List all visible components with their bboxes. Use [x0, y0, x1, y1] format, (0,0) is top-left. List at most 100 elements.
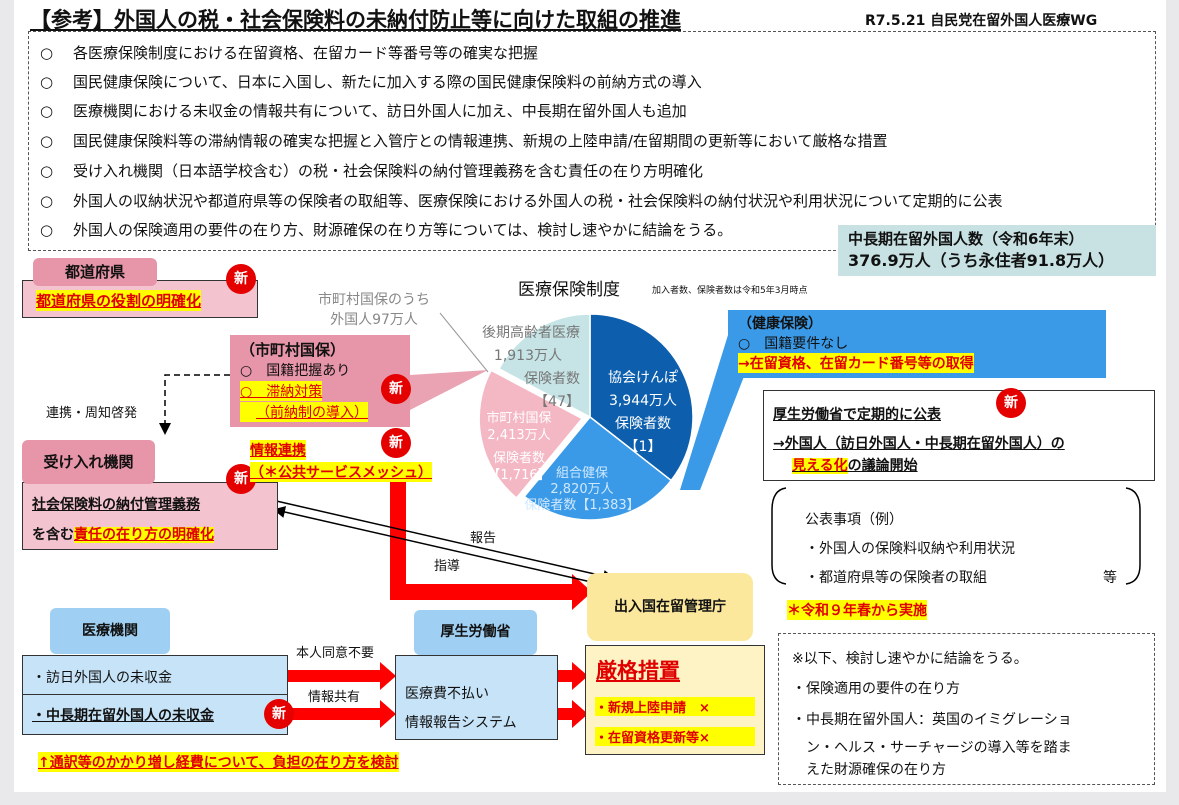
- renkei-label: 連携・周知啓発: [46, 406, 138, 421]
- mhlw-tab: 厚生労働省: [414, 610, 537, 655]
- residents-box: 中長期在留外国人数（令和6年末） 376.9万人（うち永住者91.8万人）: [838, 225, 1156, 276]
- share-arrow: [288, 700, 396, 728]
- slice-insurers-label: 保険者数: [524, 498, 577, 513]
- pie-slice-2: [478, 369, 584, 500]
- new-badge: 新: [996, 388, 1026, 418]
- publish-line2: の議論開始: [847, 458, 918, 474]
- meta-label: R7.5.21 自民党在留外国人医療WG: [865, 13, 1098, 29]
- residents-value: 376.9万人（うち永住者91.8万人）: [848, 251, 1115, 270]
- slice-value: 2,820万人: [550, 482, 614, 497]
- new-badge: 新: [226, 264, 256, 294]
- pie-slice-1: [523, 415, 673, 521]
- consent-arrow: [288, 662, 396, 690]
- policy-item: ○ 各医療保険制度における在留資格、在留カード等番号等の確実な把握: [40, 42, 538, 63]
- guidance-arrow: [273, 506, 601, 585]
- medical-row: ・中長期在留外国人の未収金: [32, 708, 214, 724]
- share-label: 情報共有: [308, 690, 361, 705]
- slice-insurers-label: 保険者数: [492, 451, 545, 466]
- new-badge: 新: [381, 374, 411, 404]
- policy-item: ○ 外国人の保険適用の要件の在り方、財源確保の在り方等については、検討し速やかに結…: [40, 219, 732, 240]
- pie-label-kyokai: 協会けんぽ 3,944万人 保険者数 【1】: [598, 367, 688, 459]
- consider-item: ン・ヘルス・サーチャージの導入等を踏ま: [792, 740, 1072, 756]
- slice-insurers: 【47】: [534, 394, 580, 410]
- bullet-mark: ○: [40, 132, 54, 150]
- kokuho-title: （市町村国保）: [240, 341, 346, 359]
- pie-chart: [478, 313, 694, 521]
- medical-tab: 医療機関: [50, 608, 170, 654]
- receiving-line1: 社会保険料の納付管理義務: [32, 497, 200, 513]
- kokuho-item: ○ 国籍把握あり: [240, 363, 351, 379]
- consider-item: えた財源確保の在り方: [792, 762, 946, 778]
- bullet-mark: ○: [40, 102, 54, 120]
- strict-title: 厳格措置: [596, 659, 680, 683]
- slice-value: 3,944万人: [608, 393, 678, 409]
- publish-title: 厚生労働省で定期的に公表: [773, 407, 941, 423]
- slice-insurers-label: 保険者数: [615, 416, 671, 432]
- footer-note: ↑通訳等のかかり増し経費について、負担の在り方を検討: [38, 752, 399, 772]
- slice-name: 市町村国保: [486, 411, 552, 426]
- info-link-mesh: （＊公共サービスメッシュ）: [250, 462, 432, 482]
- pie-label-kouki: 後期高齢者医療 1,913万人 保険者数 【47】: [455, 322, 580, 414]
- publish-item: ・都道府県等の保険者の取組: [805, 570, 987, 586]
- slice-insurers: 【1,716】: [487, 468, 551, 483]
- policy-item: ○外国人の収納状況や都道府県等の保険者の取組等、医療保険における外国人の税・社会…: [40, 190, 1003, 211]
- strict-item: ・在留資格更新等×: [595, 727, 755, 746]
- medical-row: ・訪日外国人の未収金: [32, 670, 172, 686]
- guidance-label: 指導: [434, 559, 461, 574]
- slice-insurers-label: 保険者数: [524, 371, 580, 387]
- mhlw-box: [395, 655, 558, 740]
- bullet-mark: ○: [40, 73, 54, 91]
- policy-text: 受け入れ機関（日本語学校含む）の税・社会保険料の納付管理義務を含む責任の在り方明…: [73, 162, 704, 180]
- receiving-line2b: 責任の在り方の明確化: [74, 527, 214, 543]
- note-leader-line: [439, 312, 489, 373]
- info-link-title: 情報連携: [250, 440, 306, 460]
- mhlw-line: 情報報告システム: [405, 715, 517, 731]
- pie-label-kumiai: 組合健保 2,820万人 保険者数【1,383】: [522, 466, 642, 514]
- kokuho-foreign-note: 市町村国保のうち 外国人97万人: [318, 290, 430, 330]
- policy-text: 外国人の保険適用の要件の在り方、財源確保の在り方等については、検討し速やかに結論…: [73, 221, 733, 239]
- page-title: 【参考】外国人の税・社会保険料の未納付防止等に向けた取組の推進: [30, 8, 681, 32]
- policy-item: ○ 受け入れ機関（日本語学校含む）の税・社会保険料の納付管理義務を含む責任の在り方…: [40, 160, 703, 181]
- slice-value: 2,413万人: [487, 428, 551, 443]
- prefecture-text: 都道府県の役割の明確化: [36, 290, 202, 311]
- consider-box: [778, 633, 1155, 785]
- receiving-tab: 受け入れ機関: [22, 440, 155, 484]
- note-line: 市町村国保のうち: [318, 292, 430, 308]
- policy-text: 国民健康保険料等の滞納情報の確実な把握と入管庁との情報連携、新規の上陸申請/在留…: [73, 132, 888, 150]
- immigration-agency-box: 出入国在留管理庁: [587, 573, 753, 641]
- slice-value: 1,913万人: [493, 348, 562, 364]
- info-link-arrow: [390, 482, 592, 610]
- policy-text: 各医療保険制度における在留資格、在留カード等番号等の確実な把握: [73, 44, 539, 62]
- kokuho-callout: [410, 370, 488, 410]
- consent-label: 本人同意不要: [296, 646, 375, 661]
- publish-visualize: 見える化: [792, 458, 848, 474]
- policy-text: 国民健康保険について、日本に入国し、新たに加入する際の国民健康保険料の前納方式の…: [73, 73, 702, 91]
- chart-title: 医療保険制度: [518, 280, 620, 300]
- pie-label-kokuho: 市町村国保 2,413万人 保険者数 【1,716】: [474, 410, 564, 484]
- bullet-mark: ○: [40, 221, 54, 239]
- policy-item: ○ 国民健康保険について、日本に入国し、新たに加入する際の国民健康保険料の前納方式…: [40, 71, 702, 92]
- slice-insurers: 【1】: [624, 439, 662, 455]
- consider-item: ・保険適用の要件の在り方: [792, 681, 960, 697]
- kenpo-item: ○ 国籍要件なし: [738, 336, 849, 352]
- kenpo-title: （健康保険）: [738, 316, 822, 332]
- policy-item: ○ 国民健康保険料等の滞納情報の確実な把握と入管庁との情報連携、新規の上陸申請/在…: [40, 130, 887, 151]
- policy-text: 外国人の収納状況や都道府県等の保険者の取組等、医療保険における外国人の税・社会保…: [73, 192, 1003, 210]
- renkei-arrow: [159, 374, 230, 435]
- publish-items-title: 公表事項（例）: [805, 512, 903, 528]
- start-date: ＊令和９年春から実施: [787, 600, 927, 620]
- receiving-line2a: を含む: [32, 527, 74, 543]
- publish-box: [763, 390, 1155, 481]
- divider: [22, 694, 288, 695]
- new-badge: 新: [381, 428, 411, 458]
- residents-title: 中長期在留外国人数（令和6年末）: [848, 230, 1084, 248]
- new-badge: 新: [264, 699, 294, 729]
- bullet-mark: ○: [40, 44, 54, 62]
- medical-box: [22, 655, 288, 735]
- pie-slice-0: [589, 313, 694, 482]
- chart-note: 加入者数、保険者数は令和5年3月時点: [652, 286, 808, 296]
- consider-item: ・中長期在留外国人：英国のイミグレーショ: [792, 712, 1072, 728]
- pie-slice-3: [497, 313, 591, 419]
- bullet-mark: ○: [40, 162, 54, 180]
